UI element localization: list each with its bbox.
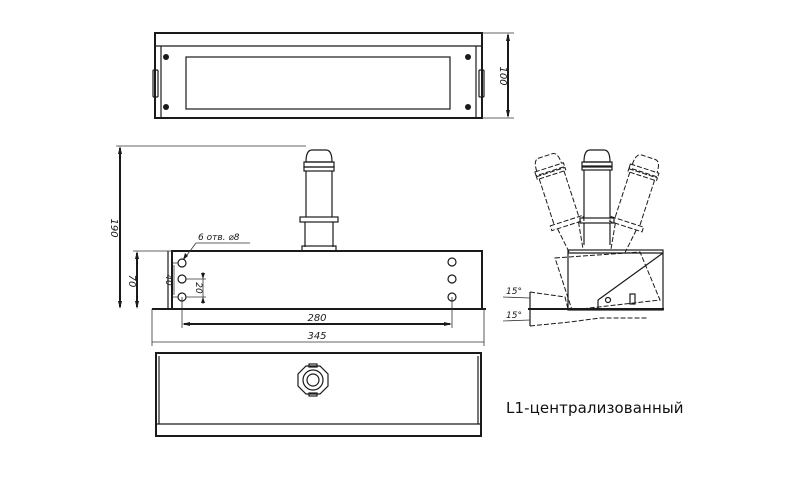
side-view: 15° 15°	[502, 149, 664, 327]
hole-pitch-dim: 20	[193, 282, 203, 294]
bottom-view-outline	[155, 352, 482, 437]
overall-width-dim: 345	[307, 331, 326, 342]
hole-spacing-dim: 280	[307, 313, 326, 324]
mounting-hole	[447, 274, 457, 284]
side-screw-icon	[604, 296, 612, 304]
upper-cone	[529, 291, 569, 310]
cable-gland-icon	[297, 363, 329, 397]
screw-icon	[163, 54, 169, 60]
angle-upper-dim: 15°	[506, 287, 522, 297]
bottom-view	[155, 352, 482, 437]
top-view: 100	[152, 32, 514, 119]
screw-icon	[465, 54, 471, 60]
top-height-dim: 100	[497, 66, 508, 85]
hole-callout: 6 отв. ⌀8	[198, 233, 240, 243]
right-handle	[478, 69, 485, 98]
display-window	[185, 56, 451, 110]
screw-icon	[465, 104, 471, 110]
tilted-body-ghost	[554, 251, 661, 311]
top-view-outline	[154, 32, 483, 119]
left-tilted-gland	[534, 153, 585, 254]
side-stud	[629, 293, 636, 305]
mounting-hole	[177, 274, 187, 284]
mounting-hole	[177, 258, 187, 268]
hole-span-dim: 40	[163, 274, 173, 286]
enclosure-body	[171, 250, 483, 310]
left-handle	[152, 69, 159, 98]
right-tilted-gland	[609, 154, 660, 255]
screw-icon	[163, 104, 169, 110]
body-height-dim: 70	[126, 275, 137, 288]
gland-column	[299, 149, 339, 252]
lower-cone	[529, 317, 648, 327]
overall-height-dim: 190	[108, 218, 119, 237]
drawing-caption: L1-централизованный	[506, 399, 684, 417]
angle-lower-dim: 15°	[506, 311, 522, 321]
mounting-hole	[447, 257, 457, 267]
front-view: 6 отв. ⌀8 40 20 190 70 280	[108, 145, 486, 346]
center-gland	[579, 149, 615, 245]
